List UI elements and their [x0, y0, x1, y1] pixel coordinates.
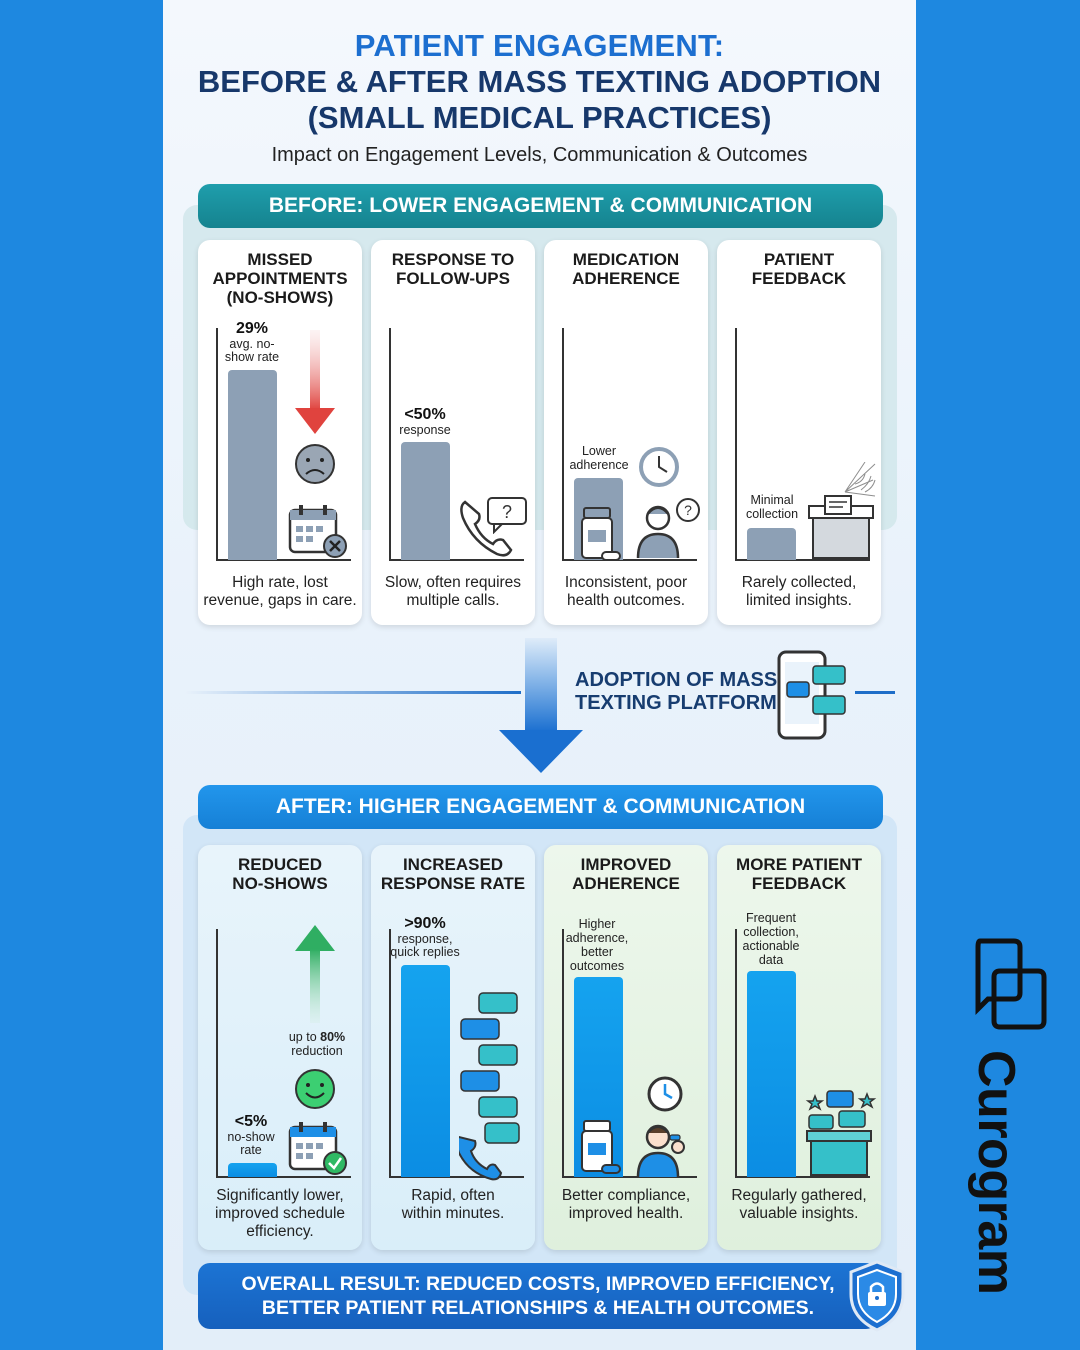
bar-response [401, 442, 450, 560]
x-axis [562, 559, 697, 561]
after-banner: AFTER: HIGHER ENGAGEMENT & COMMUNICATION [198, 785, 883, 829]
pill-bottle-icon [581, 1120, 621, 1174]
clock-icon [639, 447, 679, 487]
before-banner: BEFORE: LOWER ENGAGEMENT & COMMUNICATION [198, 184, 883, 228]
bar-response [401, 965, 450, 1177]
y-axis [216, 929, 218, 1177]
stat-response: >90%response, quick replies [390, 915, 460, 959]
card-title: RESPONSE TO FOLLOW-UPS [391, 250, 515, 288]
overall-result-banner: OVERALL RESULT: REDUCED COSTS, IMPROVED … [198, 1263, 878, 1329]
y-axis [562, 328, 564, 560]
shield-lock-icon [849, 1260, 905, 1332]
x-axis [562, 1176, 697, 1178]
title-line-2: BEFORE & AFTER MASS TEXTING ADOPTION [197, 64, 882, 99]
before-card-adherence: MEDICATION ADHERENCE Lower adherence ? I… [544, 240, 708, 625]
card-title: REDUCED NO-SHOWS [232, 855, 328, 893]
smartphone-chat-icon [777, 650, 846, 740]
svg-text:?: ? [502, 502, 512, 522]
card-description: High rate, lost revenue, gaps in care. [203, 574, 357, 609]
infographic-panel: PATIENT ENGAGEMENT: BEFORE & AFTER MASS … [163, 0, 916, 1350]
smile-face-icon [295, 1069, 335, 1109]
green-up-arrow-icon [295, 925, 335, 1023]
phone-icon [460, 500, 513, 557]
stat-feedback: Frequent collection, actionable data [742, 911, 800, 967]
x-axis [389, 559, 524, 561]
y-axis [389, 328, 391, 560]
y-axis [562, 929, 564, 1177]
transition-label: ADOPTION OF MASS TEXTING PLATFORM [575, 669, 778, 714]
before-card-response: RESPONSE TO FOLLOW-UPS <50%response ? Sl… [371, 240, 535, 625]
calendar-check-icon [288, 1122, 347, 1175]
feedback-ballot-box-icon [805, 1090, 877, 1176]
card-description: Better compliance, improved health. [561, 1187, 691, 1222]
x-axis [216, 1176, 351, 1178]
cobweb-ballot-box-icon [808, 462, 876, 559]
after-card-response: INCREASED RESPONSE RATE >90%response, qu… [371, 845, 535, 1250]
y-axis [216, 328, 218, 560]
card-title: MISSED APPOINTMENTS (NO-SHOWS) [212, 250, 348, 307]
card-title: IMPROVED ADHERENCE [572, 855, 680, 893]
red-down-arrow-icon [295, 330, 335, 434]
person-taking-pill-icon [636, 1124, 685, 1177]
title-line-3: (SMALL MEDICAL PRACTICES) [307, 100, 772, 135]
card-title: MORE PATIENT FEEDBACK [736, 855, 862, 893]
brand-name: Curogram [967, 1050, 1025, 1295]
x-axis [735, 559, 870, 561]
sad-face-icon [295, 444, 335, 484]
pill-bottle-icon [581, 507, 621, 561]
result-line-1: OVERALL RESULT: REDUCED COSTS, IMPROVED … [241, 1273, 835, 1295]
title-line-1: PATIENT ENGAGEMENT: [354, 28, 725, 63]
after-card-feedback: MORE PATIENT FEEDBACK Frequent collectio… [717, 845, 881, 1250]
card-description: Significantly lower, improved schedule e… [214, 1187, 346, 1240]
card-description: Slow, often requires multiple calls. [384, 574, 522, 609]
clock-icon [647, 1076, 683, 1112]
stat-adherence: Lower adherence [569, 444, 629, 472]
svg-text:?: ? [684, 502, 692, 518]
question-bubble-icon: ? [487, 497, 527, 534]
x-axis [389, 1176, 524, 1178]
bar-feedback [747, 528, 796, 560]
y-axis [389, 929, 391, 1177]
chat-bubbles-icon [459, 992, 520, 1181]
result-line-2: BETTER PATIENT RELATIONSHIPS & HEALTH OU… [261, 1297, 815, 1319]
before-card-no-shows: MISSED APPOINTMENTS (NO-SHOWS) 29%avg. n… [198, 240, 362, 625]
card-description: Rapid, often within minutes. [401, 1187, 505, 1222]
confused-person-icon: ? [636, 498, 700, 559]
x-axis [735, 1176, 870, 1178]
card-description: Inconsistent, poor health outcomes. [564, 574, 688, 609]
reduction-note: up to 80% reduction [288, 1030, 346, 1058]
transition-line-right [855, 691, 895, 694]
after-card-no-shows: REDUCED NO-SHOWS <5%no-show rate up to 8… [198, 845, 362, 1250]
stat-adherence: Higher adherence, better outcomes [565, 917, 629, 973]
bar-no-show-rate [228, 1163, 277, 1177]
stat-feedback: Minimal collection [745, 493, 799, 521]
brand-logo-icon [975, 938, 1047, 1030]
before-card-feedback: PATIENT FEEDBACK Minimal collection Rare… [717, 240, 881, 625]
card-title: INCREASED RESPONSE RATE [380, 855, 526, 893]
card-description: Regularly gathered, valuable insights. [731, 1187, 867, 1222]
bar-no-show-rate [228, 370, 277, 560]
stat-response: <50%response [399, 406, 451, 437]
stat-no-show: 29%avg. no- show rate [224, 320, 280, 364]
title-block: PATIENT ENGAGEMENT: BEFORE & AFTER MASS … [163, 28, 916, 167]
card-title: MEDICATION ADHERENCE [572, 250, 680, 288]
transition-line-left [185, 691, 521, 694]
bar-feedback [747, 971, 796, 1177]
stat-no-show: <5%no-show rate [227, 1113, 275, 1157]
down-arrow-icon [499, 638, 583, 773]
card-description: Rarely collected, limited insights. [741, 574, 857, 609]
y-axis [735, 929, 737, 1177]
calendar-x-icon [288, 505, 347, 558]
x-axis [216, 559, 351, 561]
card-title: PATIENT FEEDBACK [751, 250, 847, 288]
subtitle: Impact on Engagement Levels, Communicati… [271, 144, 808, 166]
y-axis [735, 328, 737, 560]
after-card-adherence: IMPROVED ADHERENCE Higher adherence, bet… [544, 845, 708, 1250]
